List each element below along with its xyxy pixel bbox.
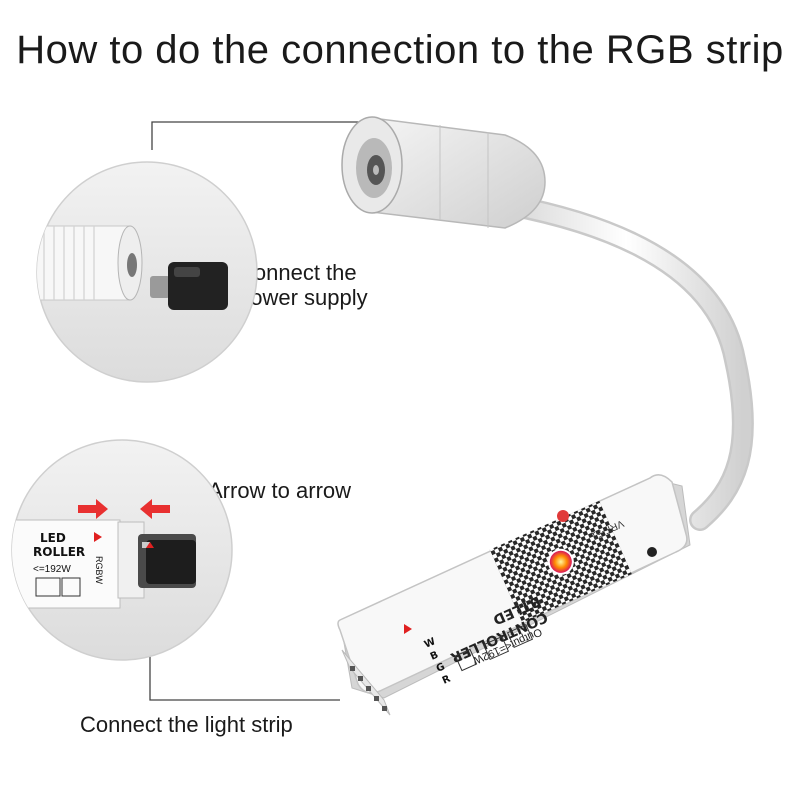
strip-plug [138,534,196,588]
alignment-arrows [78,499,170,519]
inset-device-name-2: ROLLER [33,545,85,559]
pin-label-w: W [423,636,438,651]
pin-label-b: B [429,650,440,663]
inset-strip-connection: LED ROLLER <=192W RGBW [11,439,233,661]
pin-socket [341,649,391,716]
inset-pin-labels: RGBW [94,556,104,585]
power-supply-label-line2: power supply [238,285,368,310]
pin-labels: W B G R [423,636,453,687]
button-icon [647,547,657,557]
power-supply-label-line1: Connect the [238,260,357,285]
ce-mark [506,623,534,649]
inset-device-name-1: LED [40,531,66,545]
pin-arrow-icon [404,624,412,634]
inset-power-connection [36,161,258,383]
rohs-mark [482,635,510,661]
qr-code [489,500,632,623]
leader-lines [149,121,360,701]
controller-body: BTLED CONTROLLER Output<=192W VRF-51 W B… [337,474,691,716]
status-led-icon [557,510,569,522]
page-title: How to do the connection to the RGB stri… [16,28,784,72]
dc-connector [341,116,546,229]
pin-label-r: R [441,673,453,686]
leader-line-power [151,121,360,150]
inset-device-spec: <=192W [33,564,71,575]
leader-line-strip [149,650,340,701]
light-strip-label: Connect the light strip [80,712,293,737]
pin-label-g: G [435,661,447,674]
weee-mark [454,648,478,672]
power-supply-label: Connect the power supply [238,260,368,310]
arrow-to-arrow-label: Arrow to arrow [208,478,352,503]
cable [499,194,754,531]
